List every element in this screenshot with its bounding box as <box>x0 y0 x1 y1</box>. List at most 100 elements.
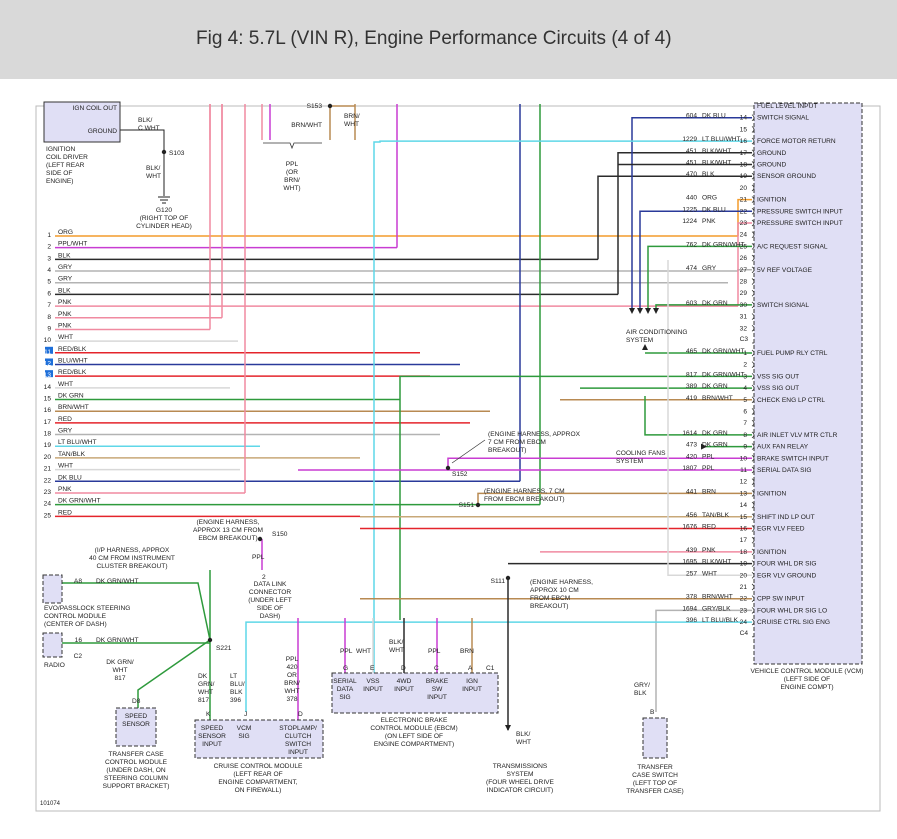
left-wire-number: 22 <box>44 477 52 484</box>
vcm-wire-color: PPL <box>702 465 715 472</box>
ebcm-pin: C1 <box>486 665 495 672</box>
ip-harness-note: (I/P HARNESS, APPROX <box>95 547 170 554</box>
left-wire-to-vcm <box>737 222 752 307</box>
left-wire-number: 3 <box>47 255 51 262</box>
vcm-pin-name: PRESSURE SWITCH INPUT <box>757 208 843 215</box>
left-wire-number: 17 <box>44 419 52 426</box>
left-wire-label: GRY <box>58 428 73 435</box>
radio-pin: 16 <box>75 637 83 644</box>
ccm-name: ON FIREWALL) <box>235 787 282 794</box>
vcm-circuit-number: 419 <box>686 395 697 402</box>
left-wire-number: 5 <box>47 279 51 286</box>
evo-wire <box>62 582 211 641</box>
s152-note: (ENGINE HARNESS, APPROX <box>488 431 581 438</box>
vcm-pin-number: 24 <box>740 619 748 626</box>
left-wire-label: WHT <box>58 463 73 470</box>
left-wire-to-vcm <box>617 152 752 295</box>
cooling-fans-system-label: SYSTEM <box>616 458 643 465</box>
left-wire-number-highlight <box>45 370 53 378</box>
s151-note: FROM EBCM BREAKOUT) <box>484 496 565 503</box>
pin-mark <box>751 536 755 544</box>
left-wire-number: 6 <box>47 290 51 297</box>
pin-mark <box>751 207 755 215</box>
transmissions-system-label: (FOUR WHEEL DRIVE <box>486 779 554 786</box>
pin-mark <box>751 231 755 239</box>
vcm-pin-number: 6 <box>743 409 747 416</box>
ignition-coil-driver-label: SIDE OF <box>46 170 72 177</box>
vcm-pin-number: 12 <box>740 479 748 486</box>
vcm-wire-color: BLK <box>702 171 715 178</box>
data-link-connector-label: DASH) <box>260 613 281 620</box>
pin-mark <box>751 349 755 357</box>
ebcm-wire-label: BLK/ <box>389 639 403 646</box>
vcm-pin-number: 1 <box>743 350 747 357</box>
vcm-pin-number: 3 <box>743 373 747 380</box>
vcm-pin-name: SWITCH SIGNAL <box>757 115 809 122</box>
ccm-input: SIG <box>238 733 249 740</box>
ccm-wire3-label: WHT <box>284 688 299 695</box>
left-wire-label: GRY <box>58 276 73 283</box>
ccm-wire2-label: LT <box>230 673 237 680</box>
left-wire-label: DK GRN <box>58 393 84 400</box>
transfer-case-switch-label: TRANSFER CASE) <box>626 788 684 795</box>
pin-mark <box>751 254 755 262</box>
s111-note: FROM EBCM <box>530 595 570 602</box>
ccm-wire2-label: 396 <box>230 697 241 704</box>
left-wire-number: 24 <box>44 501 52 508</box>
vcm-circuit-number: 257 <box>686 570 697 577</box>
ebcm-input: INPUT <box>363 686 383 693</box>
ebcm-pin: G <box>343 665 348 672</box>
pin-mark <box>751 466 755 474</box>
vcm-pin-number: 9 <box>743 444 747 451</box>
vcm-pin-name: FUEL LEVEL INPUT <box>757 103 817 110</box>
vcm-name: VEHICLE CONTROL MODULE (VCM) <box>751 668 864 675</box>
evo-module-label: (CENTER OF DASH) <box>44 621 107 628</box>
vcm-pin-number: 25 <box>740 243 748 250</box>
ebcm-input: 4WD <box>397 678 412 685</box>
pin-mark <box>751 289 755 297</box>
transfer-case-switch-label: CASE SWITCH <box>632 772 678 779</box>
transfer-case-module-label: (UNDER DASH, ON <box>106 767 166 774</box>
left-wire-label: GRY <box>58 264 73 271</box>
title-bar: Fig 4: 5.7L (VIN R), Engine Performance … <box>0 0 897 79</box>
evo-module-label: EVO/PASSLOCK STEERING <box>44 605 130 612</box>
s150-splice <box>257 536 263 542</box>
s150-label: S150 <box>272 531 288 538</box>
left-wire-label: DK BLU <box>58 474 82 481</box>
dlc-pin: 2 <box>262 574 266 581</box>
vcm-pin-number: 17 <box>740 537 748 544</box>
vcm-pin-number: 24 <box>740 232 748 239</box>
s150-note: (ENGINE HARNESS, <box>196 519 259 526</box>
vcm-circuit-number: 456 <box>686 512 697 519</box>
vcm-wire-color: DK GRN <box>702 300 728 307</box>
left-wire-label: RED <box>58 509 72 516</box>
vcm-pin-name: CHECK ENG LP CTRL <box>757 397 825 404</box>
ppl-or-brn-label: PPL <box>286 161 299 168</box>
vcm-wire-color: WHT <box>702 570 717 577</box>
s152-note: 7 CM FROM EBCM <box>488 439 546 446</box>
vcm-circuit-number: 1694 <box>682 605 697 612</box>
s151-note: (ENGINE HARNESS, 7 CM <box>484 488 565 495</box>
vcm-pin25-to-ac <box>647 245 752 312</box>
data-link-connector-label: DATA LINK <box>254 581 287 588</box>
left-wire-number: 23 <box>44 489 52 496</box>
vcm-pin-name: SENSOR GROUND <box>757 173 816 180</box>
vcm-name: (LEFT SIDE OF <box>784 676 830 683</box>
ignition-coil-driver-label: (LEFT REAR <box>46 162 85 169</box>
left-wire-label: BLU/WHT <box>58 357 88 364</box>
pin-mark <box>751 513 755 521</box>
vcm-circuit-number: 762 <box>686 241 697 248</box>
left-wire-label: DK GRN/WHT <box>58 498 101 505</box>
left-wire-label: BLK <box>58 252 71 259</box>
s111-note: BREAKOUT) <box>530 603 568 610</box>
left-wire-label: LT BLU/WHT <box>58 439 97 446</box>
speed-sensor-wire-label: WHT <box>112 667 127 674</box>
vcm-wire-color: BRN/WHT <box>702 395 733 402</box>
vcm-pin-number: 14 <box>740 502 748 509</box>
vcm-wire-color: PNK <box>702 218 716 225</box>
ccm-wire3-label: OR <box>287 672 297 679</box>
ebcm-wire-label: PPL <box>428 648 441 655</box>
vcm-pin-number: 27 <box>740 267 748 274</box>
vcm-pin-number: 31 <box>740 314 748 321</box>
ignition-coil-driver-label: IGNITION <box>46 146 76 153</box>
